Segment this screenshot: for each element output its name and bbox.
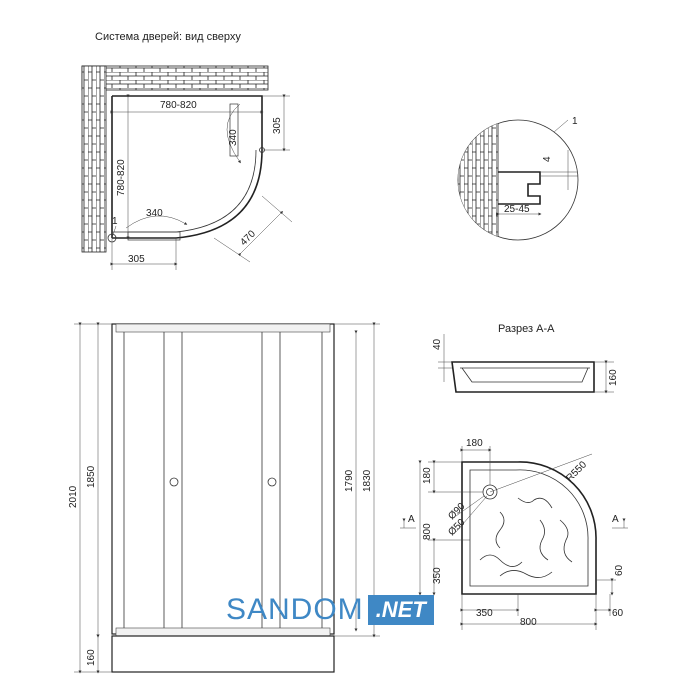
door-handle-right bbox=[267, 477, 277, 487]
dim-340-top: 340 bbox=[228, 129, 239, 146]
top-wall bbox=[81, 65, 269, 91]
detail-wall bbox=[458, 120, 499, 240]
ridge-1 bbox=[495, 511, 505, 549]
door-swing-arc-bottom bbox=[125, 215, 188, 229]
tray-inner bbox=[469, 469, 589, 587]
detail-profile bbox=[498, 171, 541, 205]
section-tray-inner bbox=[460, 367, 590, 383]
leader-d50 bbox=[455, 495, 488, 533]
door-swing-arc-right bbox=[226, 103, 241, 164]
dim-d50: Ø50 bbox=[446, 517, 467, 538]
ridge-2 bbox=[517, 497, 553, 509]
front-top-rail bbox=[115, 323, 331, 333]
door-panel-right bbox=[229, 103, 239, 157]
dim-160-section: 160 bbox=[608, 369, 619, 386]
section-title: Разрез А-А bbox=[498, 323, 555, 335]
tray-outer bbox=[461, 461, 597, 595]
dim-width: 780-820 bbox=[160, 100, 197, 111]
ridge-5 bbox=[479, 554, 523, 567]
dim-305-right: 305 bbox=[272, 117, 283, 134]
section-tray-outline bbox=[451, 361, 595, 393]
dim-60-bottom: 60 bbox=[612, 608, 624, 619]
curved-door-inner bbox=[175, 149, 257, 233]
door-handle-left bbox=[169, 477, 179, 487]
section-view: Разрез А-А 40 160 bbox=[432, 323, 619, 394]
ext-470-a bbox=[213, 237, 251, 263]
ext-470-b bbox=[261, 195, 293, 223]
section-a-left: A bbox=[408, 514, 415, 525]
watermark-suffix: .NET bbox=[367, 595, 434, 625]
callout-1-top: 1 bbox=[112, 216, 118, 227]
dim-1790: 1790 bbox=[344, 469, 355, 492]
ridge-6 bbox=[499, 570, 553, 578]
detail-dim-4: 4 bbox=[542, 156, 553, 162]
ridge-3 bbox=[539, 519, 549, 561]
drain-inner bbox=[486, 488, 494, 496]
dim-depth: 780-820 bbox=[116, 159, 127, 196]
detail-dim-range: 25-45 bbox=[504, 204, 530, 215]
front-view: 2010 1850 160 1790 1830 bbox=[68, 322, 380, 674]
dim-800-side: 800 bbox=[422, 523, 433, 540]
section-a-right: A bbox=[612, 514, 619, 525]
tray-plan: 180 180 R550 Ø90 Ø50 A A 800 350 bbox=[400, 438, 628, 630]
dim-1830: 1830 bbox=[362, 469, 373, 492]
dim-180-top: 180 bbox=[466, 438, 483, 449]
dim-340-bottom: 340 bbox=[146, 208, 163, 219]
detail-callout-leader bbox=[553, 119, 569, 133]
front-bottom-rail bbox=[115, 627, 331, 637]
curved-door-outer bbox=[175, 149, 263, 239]
dim-350-bottom: 350 bbox=[476, 608, 493, 619]
dim-1850: 1850 bbox=[86, 465, 97, 488]
dim-line-r550 bbox=[489, 453, 593, 493]
dim-305-bottom: 305 bbox=[128, 254, 145, 265]
dim-40: 40 bbox=[432, 338, 443, 350]
dim-line-470 bbox=[237, 210, 284, 257]
top-view-title: Система дверей: вид сверху bbox=[95, 31, 241, 43]
left-wall bbox=[81, 65, 107, 253]
detail-callout-1: 1 bbox=[572, 116, 578, 127]
watermark: SANDOM .NET bbox=[226, 592, 434, 628]
callout-leader-top bbox=[111, 225, 117, 239]
dim-60-right: 60 bbox=[614, 564, 625, 576]
dim-160-front: 160 bbox=[86, 649, 97, 666]
watermark-brand: SANDOM bbox=[226, 593, 364, 626]
dim-350-side: 350 bbox=[432, 567, 443, 584]
dim-2010: 2010 bbox=[68, 485, 79, 508]
front-frame-outline bbox=[111, 323, 335, 635]
top-view: Система дверей: вид сверху 780-820 780-8… bbox=[81, 31, 293, 270]
leader-d90 bbox=[455, 495, 485, 517]
dim-800-bottom: 800 bbox=[520, 617, 537, 628]
front-tray bbox=[111, 635, 335, 673]
ridge-4 bbox=[559, 519, 573, 563]
profile-detail: 4 25-45 1 bbox=[457, 116, 579, 241]
dim-180-side: 180 bbox=[422, 467, 433, 484]
dim-470: 470 bbox=[238, 228, 258, 248]
